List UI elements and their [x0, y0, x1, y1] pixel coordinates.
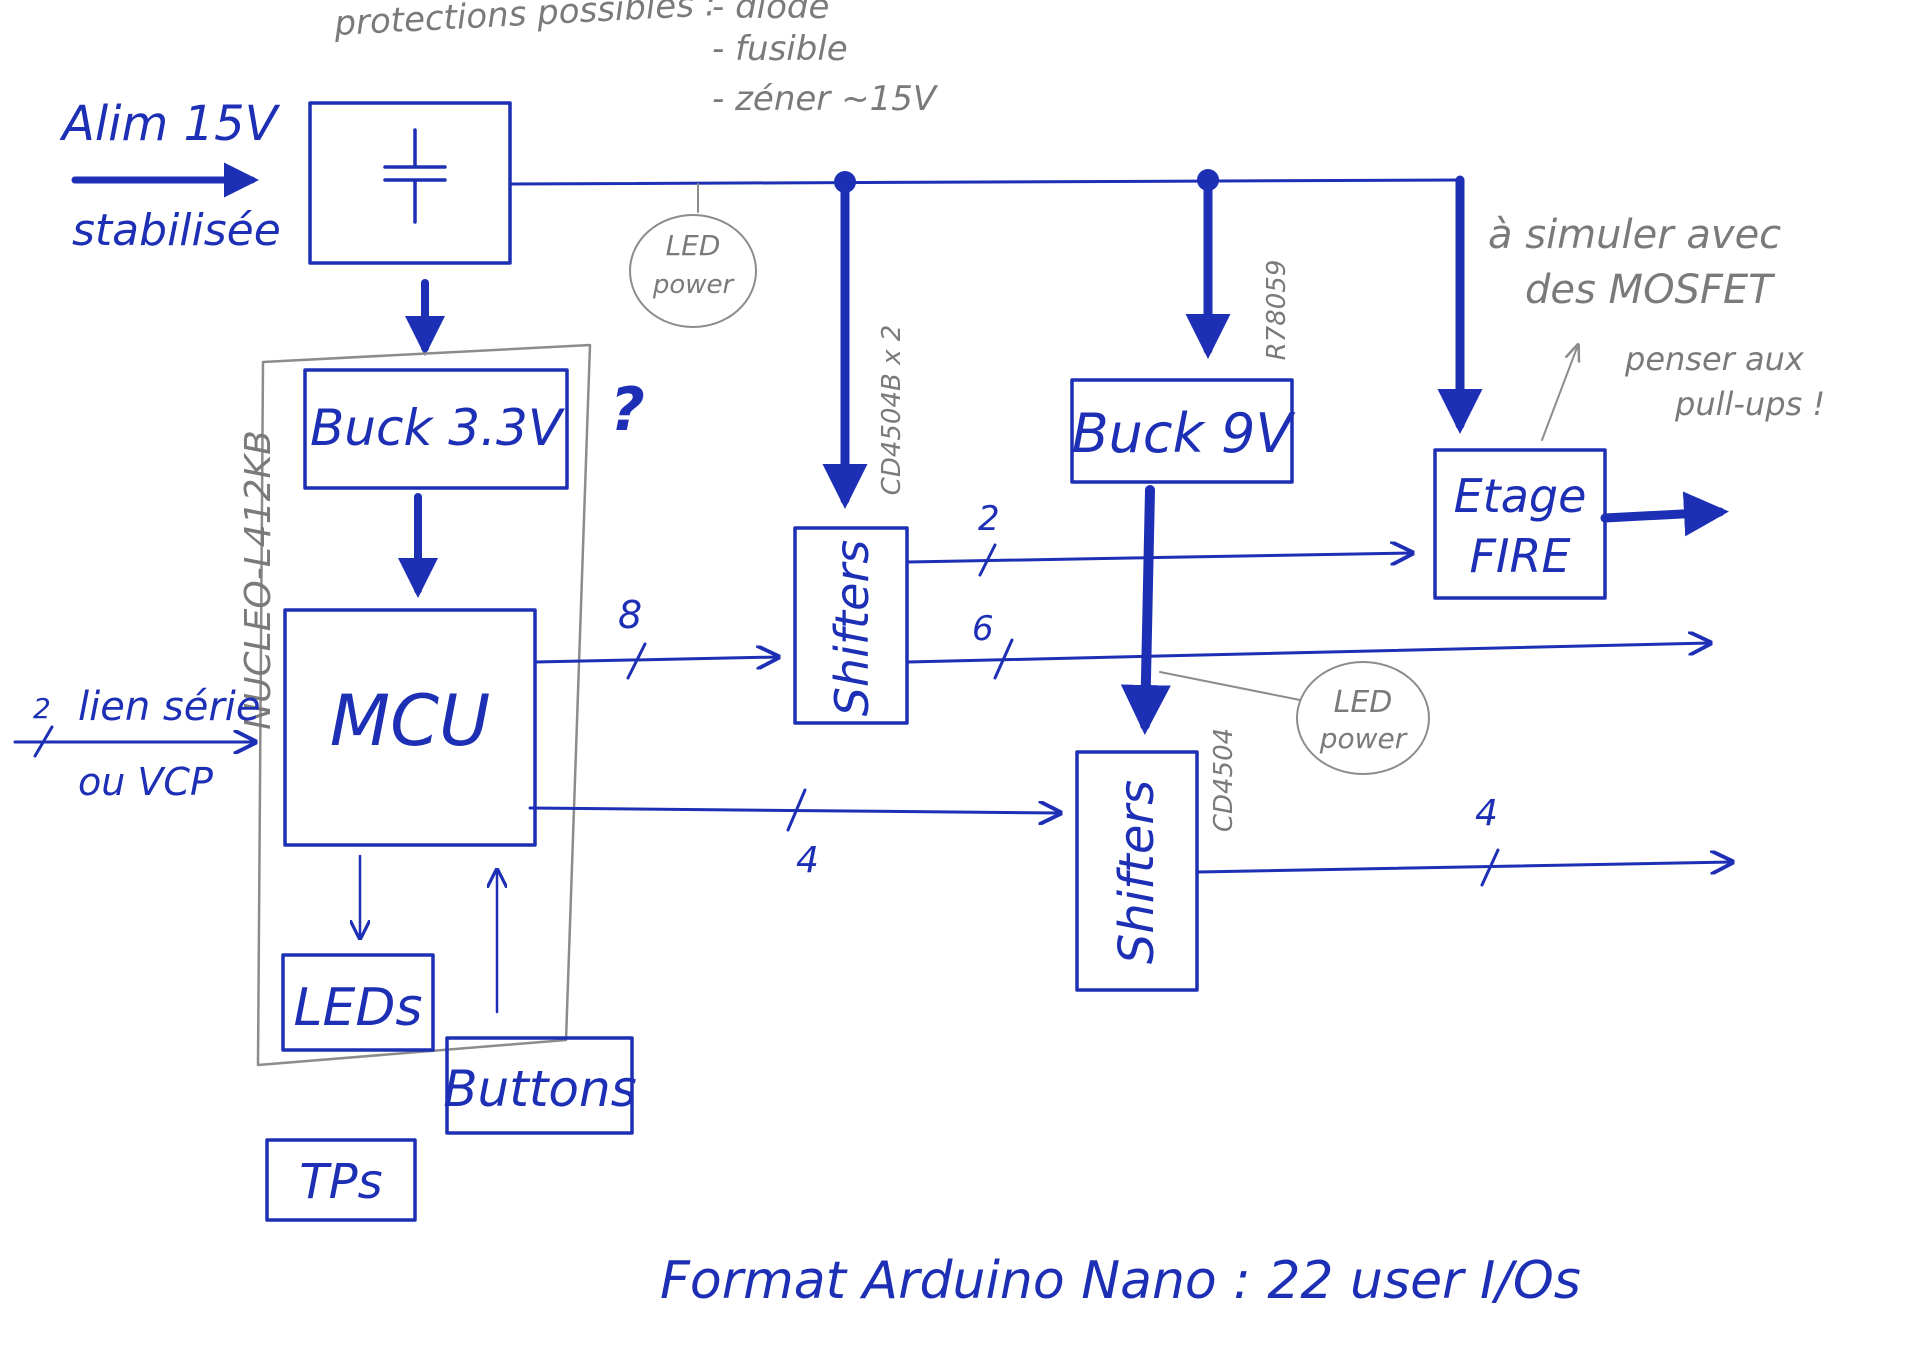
fire-output-arrow: [1600, 491, 1729, 537]
capacitor-block: [308, 101, 512, 265]
serial-bus-width: 2: [33, 692, 51, 725]
buttons-block: [445, 1036, 634, 1135]
buck9-to-shifters2-arrow: [1120, 485, 1171, 735]
serial-input-label: lien série: [78, 684, 261, 730]
protection-fuse: - fusible: [712, 29, 848, 69]
led-power-2-label: LED: [1334, 685, 1393, 720]
protections-title: protections possibles :: [332, 0, 717, 44]
power-input-label: Alim 15V: [59, 96, 281, 152]
shifters1-to-fire-tick: [978, 543, 997, 577]
simulate-note-line2: des MOSFET: [1525, 267, 1776, 313]
nucleo-board-outline: [256, 343, 592, 1067]
buttons-label: Buttons: [443, 1060, 637, 1118]
capacitor-icon: [383, 128, 447, 224]
buck-3v3-label: Buck 3.3V: [310, 399, 566, 457]
pullups-note: penser aux: [1624, 340, 1805, 378]
led-power-2-sublabel: power: [1319, 722, 1408, 755]
shifters1-output-width: 6: [972, 609, 994, 649]
shifters1-to-fire-bus: [906, 553, 1412, 562]
mcu-block: [283, 608, 537, 847]
buck-9v-part: R78059: [1262, 260, 1292, 361]
led-power-1: [629, 214, 757, 328]
power-rail-15v: [508, 178, 1462, 186]
simulate-note: à simuler avec: [1488, 212, 1781, 258]
mcu-to-shifters2-tick: [786, 788, 807, 832]
led-power-2: [1296, 661, 1430, 775]
shifters-2-part: CD4504: [1209, 728, 1239, 832]
shifters-1-part: CD4504B x 2: [877, 325, 907, 496]
shifters2-output-width: 4: [1475, 793, 1498, 834]
mcu-to-shifters2-width: 4: [796, 840, 819, 881]
mcu-label: MCU: [330, 680, 491, 762]
nucleo-board-label: NUCLEO-L412KB: [238, 430, 279, 730]
buck-3v3-question: ?: [610, 375, 645, 445]
shifters1-output-tick: [993, 638, 1014, 680]
buck-9v-block: [1070, 378, 1294, 484]
pullups-note-line2: pull-ups !: [1674, 385, 1825, 423]
led-power-1-sublabel: power: [652, 270, 736, 300]
shifters-1-label: Shifters: [825, 540, 879, 717]
tps-label: TPs: [299, 1154, 382, 1210]
shifters1-to-fire-width: 2: [978, 499, 1000, 539]
power-input-sublabel: stabilisée: [72, 205, 281, 256]
pullups-pointer-arrow: [1541, 345, 1578, 441]
serial-input-sublabel: ou VCP: [78, 760, 213, 804]
shifters1-output-bus: [906, 643, 1710, 664]
fire-stage-sublabel: FIRE: [1469, 529, 1570, 583]
footer-note: Format Arduino Nano : 22 user I/Os: [660, 1251, 1581, 1311]
shifters2-output-bus: [1196, 862, 1732, 872]
mcu-to-shifters1-bus: [533, 657, 778, 662]
shifters2-output-tick: [1480, 848, 1500, 887]
mcu-to-shifters1-tick: [626, 642, 647, 680]
fire-stage-label: Etage: [1454, 469, 1587, 523]
led-power-1-label: LED: [666, 229, 721, 262]
leds-block: [281, 953, 435, 1052]
led-power-2-tap: [1159, 671, 1301, 701]
shifters-1-block: [793, 526, 909, 725]
leds-label: LEDs: [294, 978, 423, 1038]
mcu-to-shifters1-width: 8: [618, 593, 642, 637]
tps-block: [265, 1138, 417, 1222]
buck-9v-label: Buck 9V: [1072, 402, 1297, 465]
protection-zener: - zéner ~15V: [712, 79, 939, 119]
serial-bus-tick: [33, 725, 54, 758]
shifters-2-label: Shifters: [1109, 780, 1165, 964]
buck-3v3-block: [303, 368, 569, 490]
fire-stage-block: [1433, 448, 1607, 600]
protection-diode: - diode: [712, 0, 829, 27]
